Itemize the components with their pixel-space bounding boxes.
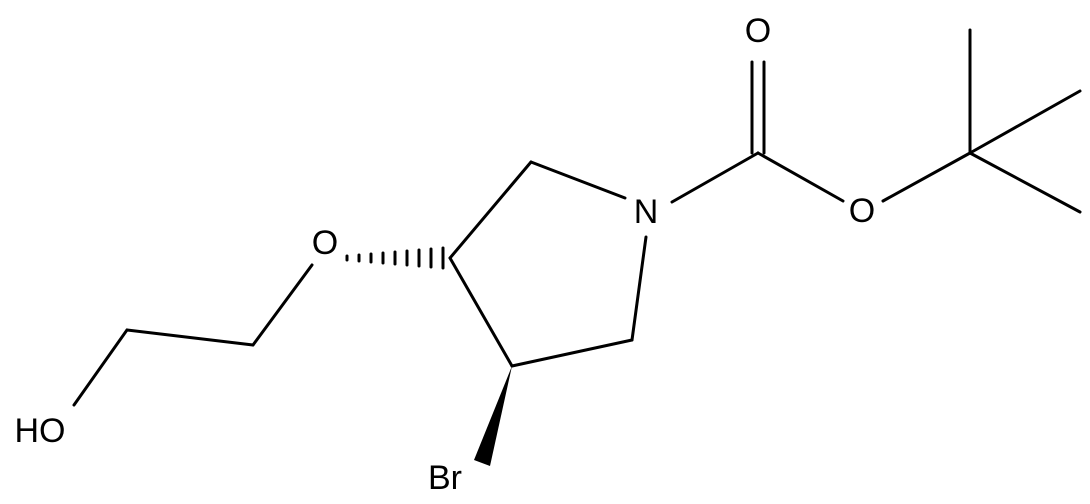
carbonyl-oxygen-label: O [745, 12, 771, 50]
bond-tbu-c-methyl-upper-right [968, 89, 1082, 155]
ester-oxygen-label: O [849, 192, 875, 230]
bond-ring-c-bottom-n [630, 235, 648, 342]
bond-ring-c-top-c-ether [448, 160, 533, 260]
bond-ring-c-ether-c-br [448, 256, 514, 368]
bond-tbu-c-methyl-lower-right [968, 151, 1082, 214]
ether-oxygen-label: O [312, 224, 338, 262]
hashed-wedge-bond [345, 246, 445, 270]
hydroxyl-label: HO [15, 412, 66, 450]
nitrogen-label: N [634, 193, 659, 231]
bond-n-ring-c-top [529, 160, 627, 200]
bond-ring-c-br-c-bottom [510, 338, 634, 368]
bond-ch2-hydroxyl [72, 328, 129, 407]
bond-ester-o-carbonyl-c [756, 151, 845, 203]
bond-ether-o-ch2 [251, 263, 314, 347]
bromine-label: Br [428, 459, 462, 497]
solid-wedge-bond [474, 366, 512, 466]
bond-tbu-c-ester-o [881, 151, 972, 203]
bond-ch2-ch2 [125, 328, 255, 347]
bond-carbonyl-c-nitrogen [670, 151, 760, 204]
